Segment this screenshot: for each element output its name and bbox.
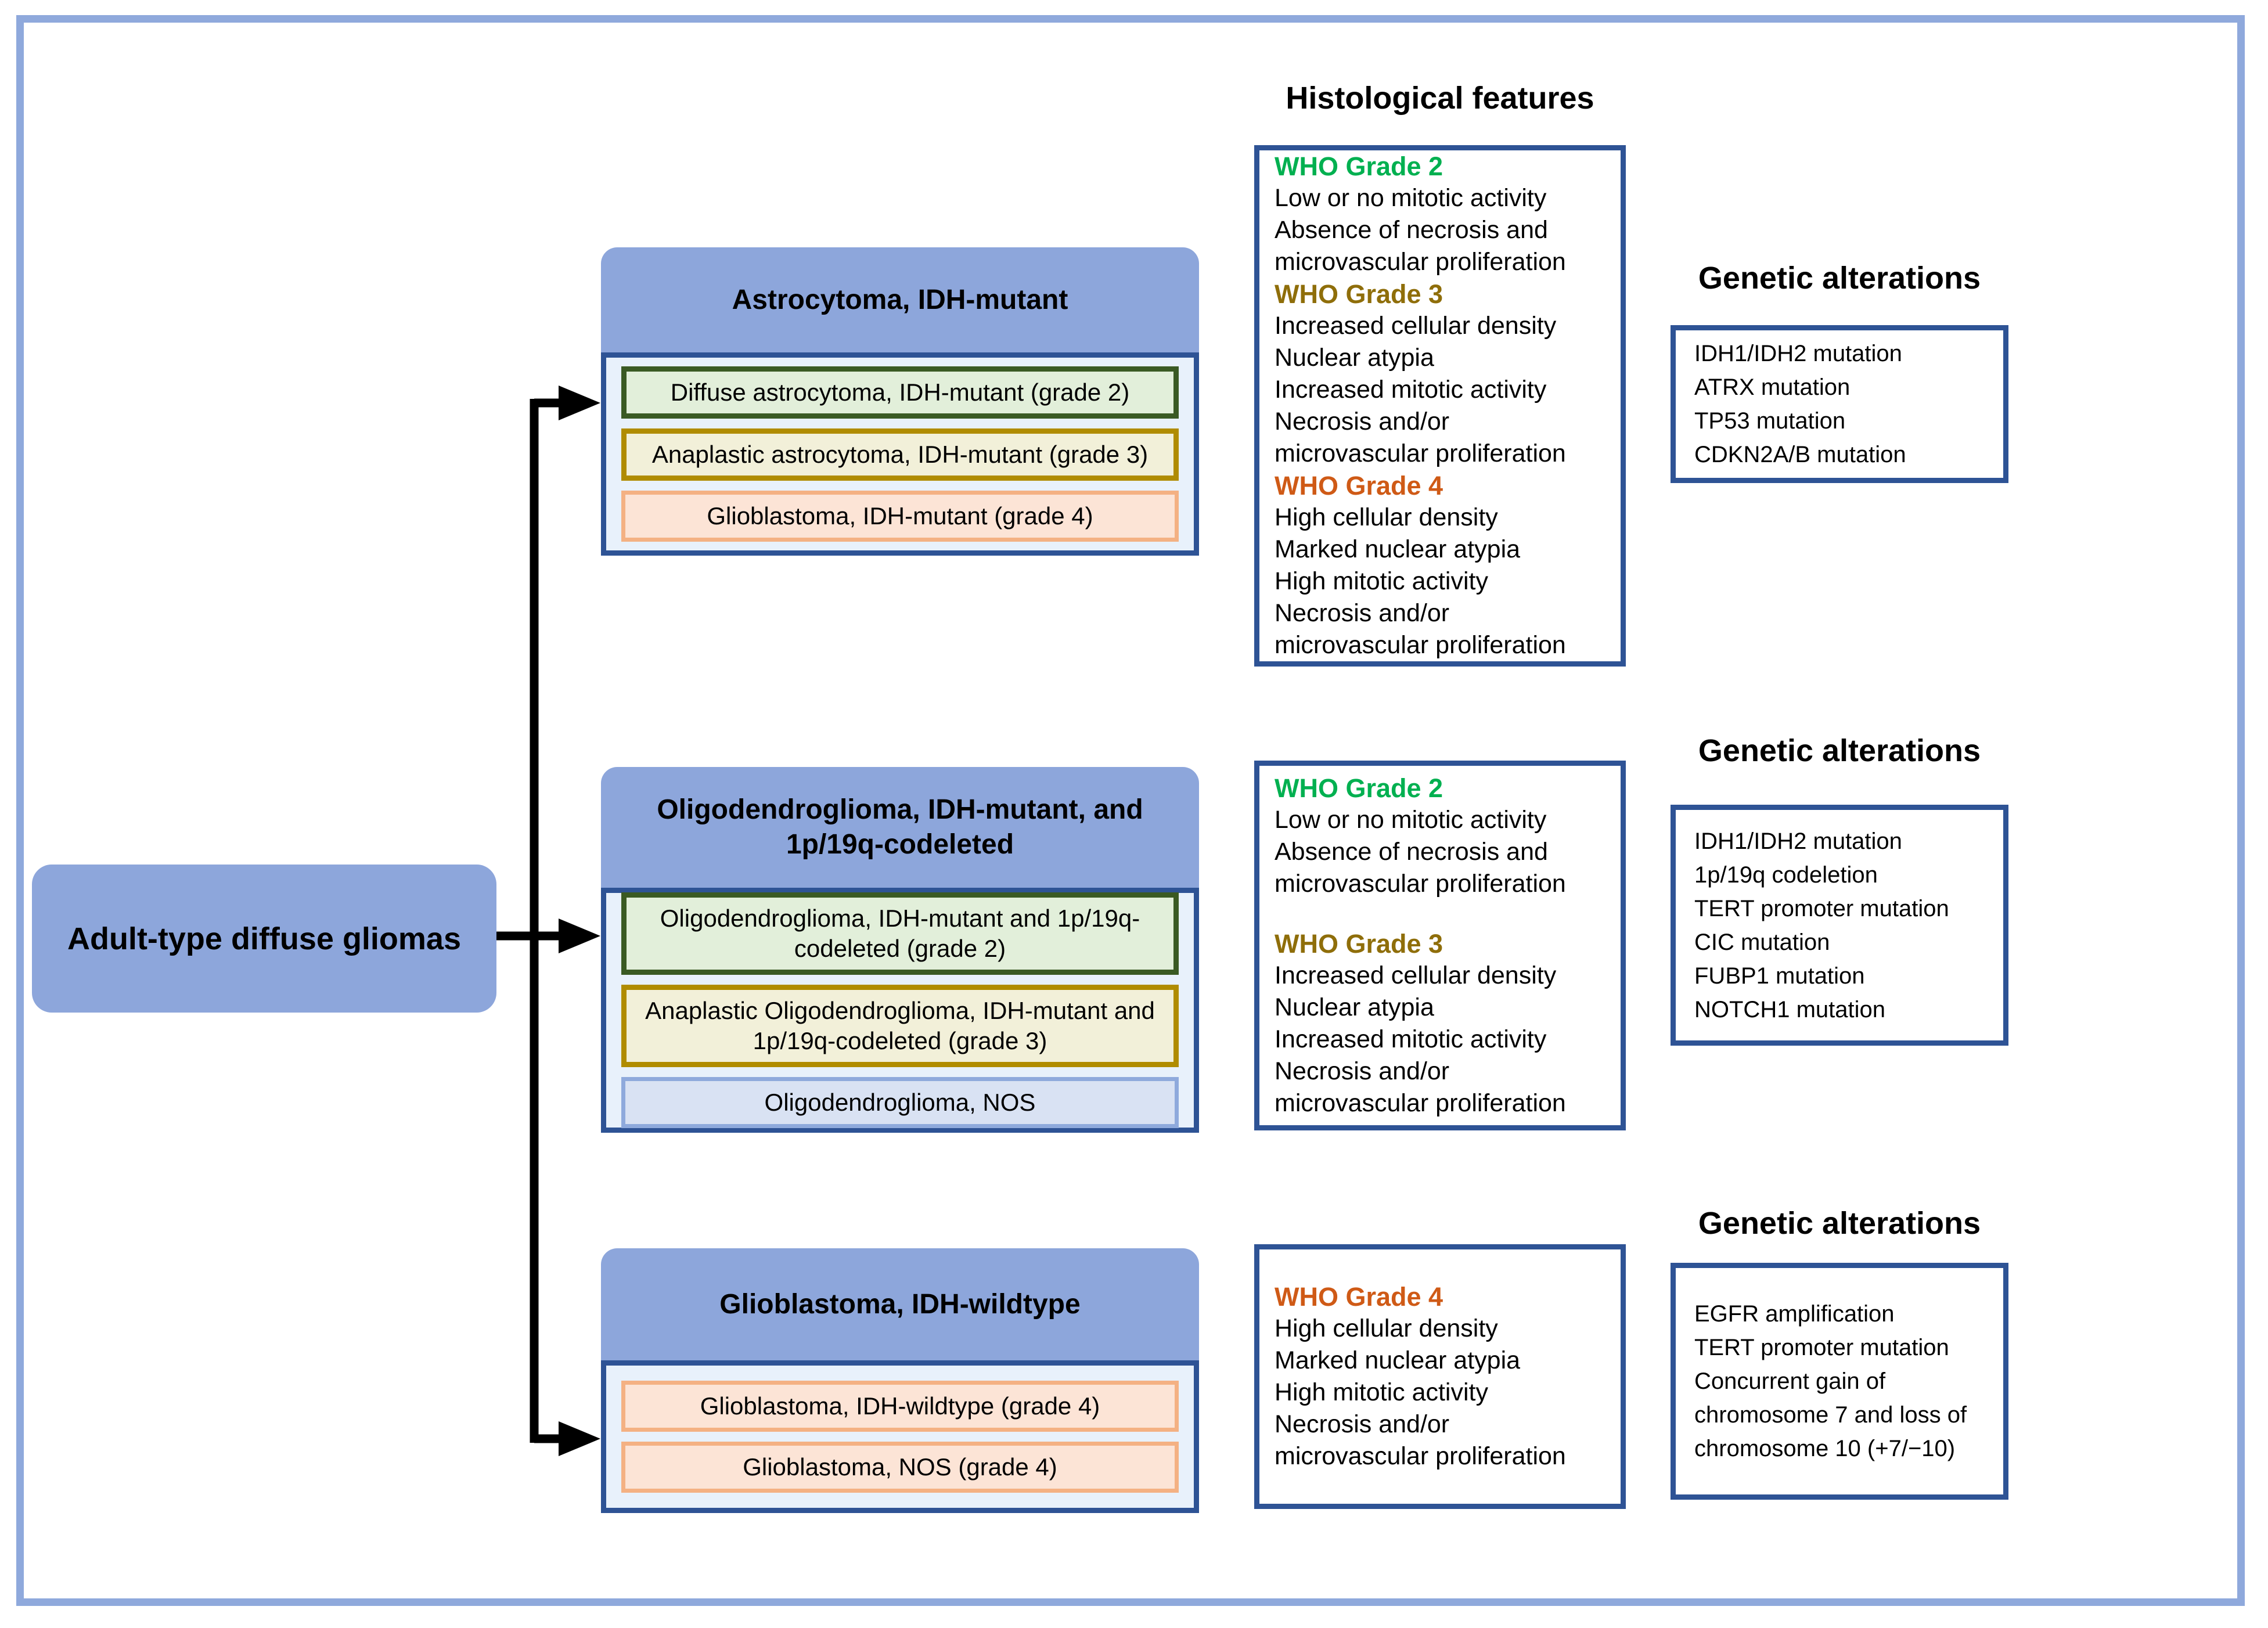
text-line: High cellular density — [1275, 503, 1498, 531]
outer-frame — [16, 15, 2245, 1606]
text-line: microvascular proliferation — [1275, 869, 1566, 898]
subtype-box: Anaplastic Oligodendroglioma, IDH-mutant… — [621, 985, 1179, 1067]
text-line: ATRX mutation — [1694, 374, 1851, 400]
group-container-oligodendroglioma: Oligodendroglioma, IDH-mutant and 1p/19q… — [601, 888, 1199, 1133]
group-astrocytoma: Astrocytoma, IDH-mutant Diffuse astrocyt… — [601, 247, 1199, 556]
text-line: IDH1/IDH2 mutation — [1694, 828, 1902, 854]
text-line: TERT promoter mutation — [1694, 895, 1949, 921]
text-line: Marked nuclear atypia — [1275, 1346, 1521, 1374]
text-line: IDH1/IDH2 mutation — [1694, 341, 1902, 366]
text-line: microvascular proliferation — [1275, 631, 1566, 659]
text-line: Increased mitotic activity — [1275, 376, 1547, 404]
who-grade-heading: WHO Grade 4 — [1275, 471, 1443, 500]
text-line: FUBP1 mutation — [1694, 963, 1865, 989]
text-line: Absence of necrosis and — [1275, 216, 1548, 244]
text-line: Marked nuclear atypia — [1275, 535, 1521, 563]
text-line: TERT promoter mutation — [1694, 1335, 1949, 1360]
text-line: 1p/19q codeletion — [1694, 862, 1878, 888]
text-line: Increased cellular density — [1275, 961, 1557, 989]
root-node-adult-type-diffuse-gliomas: Adult-type diffuse gliomas — [32, 865, 496, 1013]
text-line: High cellular density — [1275, 1314, 1498, 1342]
text-line: NOTCH1 mutation — [1694, 996, 1885, 1022]
text-line: Increased mitotic activity — [1275, 1025, 1547, 1053]
subtype-box: Diffuse astrocytoma, IDH-mutant (grade 2… — [621, 366, 1179, 419]
text-line: Low or no mitotic activity — [1275, 184, 1547, 212]
genetic-title-glioblastoma: Genetic alterations — [1698, 1206, 1981, 1241]
text-line: chromosome 10 (+7/−10) — [1694, 1436, 1956, 1461]
arrowhead-icon — [559, 919, 600, 953]
text-line: microvascular proliferation — [1275, 1442, 1566, 1470]
text-line: CIC mutation — [1694, 929, 1830, 955]
text-line: chromosome 7 and loss of — [1694, 1402, 1967, 1428]
group-oligodendroglioma: Oligodendroglioma, IDH-mutant, and 1p/19… — [601, 767, 1199, 1133]
text-line: microvascular proliferation — [1275, 1089, 1566, 1117]
arrowhead-icon — [559, 386, 600, 420]
who-grade-heading: WHO Grade 2 — [1275, 773, 1443, 803]
text-line: High mitotic activity — [1275, 1378, 1488, 1406]
group-glioblastoma: Glioblastoma, IDH-wildtype Glioblastoma,… — [601, 1248, 1199, 1513]
genetic-title-oligodendroglioma: Genetic alterations — [1698, 733, 1981, 768]
group-container-glioblastoma: Glioblastoma, IDH-wildtype (grade 4) Gli… — [601, 1360, 1199, 1513]
text-line: Necrosis and/or — [1275, 1057, 1450, 1085]
genetic-title-astrocytoma: Genetic alterations — [1698, 261, 1981, 296]
group-header-glioblastoma: Glioblastoma, IDH-wildtype — [601, 1248, 1199, 1360]
who-grade-heading: WHO Grade 3 — [1275, 279, 1443, 309]
text-line: High mitotic activity — [1275, 567, 1488, 595]
group-header-oligodendroglioma: Oligodendroglioma, IDH-mutant, and 1p/19… — [601, 767, 1199, 888]
histology-column-title: Histological features — [1286, 81, 1594, 116]
subtype-box: Glioblastoma, IDH-mutant (grade 4) — [621, 491, 1179, 542]
who-grade-heading: WHO Grade 4 — [1275, 1282, 1443, 1312]
text-line: Concurrent gain of — [1694, 1368, 1886, 1394]
text-line: Low or no mitotic activity — [1275, 805, 1547, 834]
text-line: microvascular proliferation — [1275, 248, 1566, 276]
text-line: Absence of necrosis and — [1275, 837, 1548, 866]
text-line: microvascular proliferation — [1275, 440, 1566, 467]
text-line: EGFR amplification — [1694, 1301, 1895, 1327]
text-line: TP53 mutation — [1694, 408, 1846, 434]
text-line: Nuclear atypia — [1275, 344, 1434, 372]
text-line: Necrosis and/or — [1275, 599, 1450, 627]
text-line: CDKN2A/B mutation — [1694, 442, 1906, 467]
who-grade-heading: WHO Grade 3 — [1275, 928, 1443, 959]
subtype-box: Oligodendroglioma, IDH-mutant and 1p/19q… — [621, 892, 1179, 975]
text-line: Necrosis and/or — [1275, 408, 1450, 435]
text-line: Necrosis and/or — [1275, 1410, 1450, 1438]
text-line: Nuclear atypia — [1275, 993, 1434, 1021]
group-container-astrocytoma: Diffuse astrocytoma, IDH-mutant (grade 2… — [601, 352, 1199, 556]
subtype-box: Oligodendroglioma, NOS — [621, 1077, 1179, 1128]
subtype-box: Glioblastoma, IDH-wildtype (grade 4) — [621, 1381, 1179, 1432]
subtype-box: Glioblastoma, NOS (grade 4) — [621, 1442, 1179, 1493]
group-header-astrocytoma: Astrocytoma, IDH-mutant — [601, 247, 1199, 352]
who-grade-heading: WHO Grade 2 — [1275, 152, 1443, 181]
text-line: Increased cellular density — [1275, 312, 1557, 340]
arrowhead-icon — [559, 1421, 600, 1456]
root-node-label: Adult-type diffuse gliomas — [67, 921, 462, 956]
subtype-box: Anaplastic astrocytoma, IDH-mutant (grad… — [621, 428, 1179, 481]
